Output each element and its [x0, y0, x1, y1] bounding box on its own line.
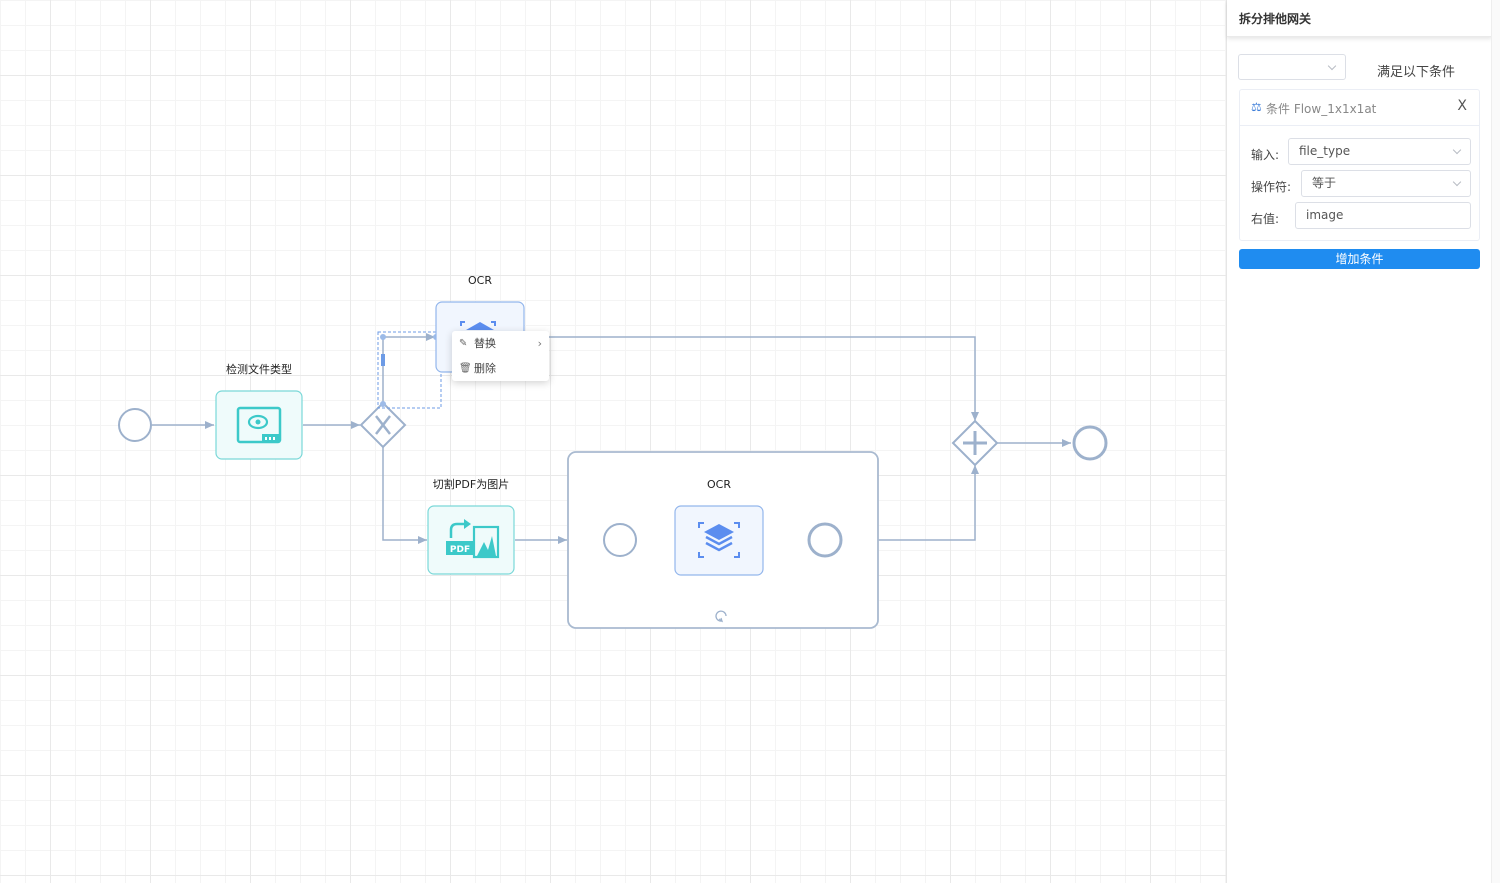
condition-card: ⚖ 条件 Flow_1x1x1at X 输入: file_type 操作符: 等…	[1239, 89, 1480, 241]
input-field-value: file_type	[1299, 144, 1351, 158]
end-event[interactable]	[1072, 425, 1108, 461]
chevron-down-icon	[1452, 145, 1462, 155]
flow-ocr-to-join[interactable]	[524, 336, 979, 421]
diagram-svg: 检测文件类型 OCR	[118, 274, 1108, 629]
subprocess-start-event[interactable]	[603, 523, 637, 557]
panel-scrollbar[interactable]	[1491, 0, 1500, 883]
flow-gateway-to-pdf[interactable]	[382, 447, 427, 544]
detect-task-label: 检测文件类型	[226, 362, 292, 376]
context-menu-replace[interactable]: ✎ 替换 ›	[452, 331, 549, 356]
panel-title: 拆分排他网关	[1239, 12, 1312, 26]
right-value-input[interactable]: image	[1295, 202, 1471, 229]
subprocess-task-ocr[interactable]	[674, 505, 764, 576]
parallel-gateway[interactable]	[951, 419, 999, 467]
ocr-task-label: OCR	[468, 274, 492, 287]
properties-panel: 拆分排他网关 满足以下条件 ⚖ 条件 Flow_1x1x1at X 输入: fi…	[1226, 0, 1492, 883]
wrench-icon: ✎	[459, 338, 468, 349]
subprocess-end-event[interactable]	[807, 522, 843, 558]
flow-selection-outline	[377, 331, 442, 409]
pdf-to-image-icon: PDF	[446, 519, 500, 559]
operator-value: 等于	[1312, 176, 1337, 190]
condition-mode-select[interactable]	[1238, 54, 1346, 80]
condition-title: 条件 Flow_1x1x1at	[1266, 102, 1377, 116]
task-detect-file-type[interactable]	[215, 390, 303, 460]
chevron-down-icon	[1452, 177, 1462, 187]
subprocess-label: OCR	[707, 478, 731, 491]
bpmn-canvas[interactable]: 检测文件类型 OCR	[0, 0, 1226, 883]
eye-monitor-icon	[236, 406, 282, 444]
flow-gateway-to-ocr[interactable]	[382, 333, 435, 404]
operator-field-label: 操作符:	[1251, 180, 1292, 194]
input-field-select[interactable]: file_type	[1288, 138, 1471, 165]
condition-mode-label: 满足以下条件	[1377, 65, 1456, 80]
scale-icon: ⚖	[1251, 100, 1262, 114]
ocr-scan-icon	[460, 321, 496, 330]
context-menu-delete[interactable]: 🗑 删除	[452, 356, 549, 381]
right-value-label: 右值:	[1251, 212, 1280, 226]
add-condition-button[interactable]: 增加条件	[1239, 249, 1480, 269]
trash-icon: 🗑	[459, 363, 472, 374]
chevron-down-icon	[1327, 61, 1337, 71]
flow-subprocess-to-join[interactable]	[878, 465, 979, 541]
input-field-label: 输入:	[1251, 148, 1280, 162]
panel-header: 拆分排他网关	[1227, 0, 1492, 37]
exclusive-gateway[interactable]	[359, 401, 407, 449]
pdf-icon-text: PDF	[450, 545, 470, 555]
condition-card-header: ⚖ 条件 Flow_1x1x1at X	[1240, 90, 1479, 126]
right-value-text: image	[1306, 208, 1344, 222]
delete-label: 删除	[474, 362, 496, 375]
context-menu: ✎ 替换 › 🗑 删除	[452, 331, 549, 381]
loop-marker-icon	[715, 610, 727, 623]
layers-scan-icon	[698, 522, 740, 558]
task-split-pdf[interactable]: PDF	[427, 505, 515, 575]
replace-label: 替换	[474, 337, 496, 350]
operator-select[interactable]: 等于	[1301, 170, 1471, 197]
close-icon[interactable]: X	[1457, 98, 1467, 114]
pdf-task-label: 切割PDF为图片	[433, 477, 509, 491]
chevron-right-icon: ›	[537, 337, 542, 350]
start-event[interactable]	[118, 408, 152, 442]
